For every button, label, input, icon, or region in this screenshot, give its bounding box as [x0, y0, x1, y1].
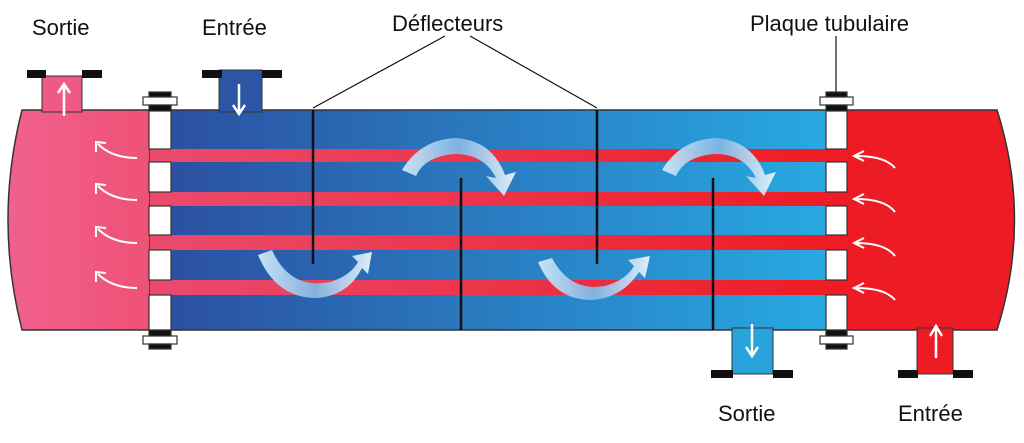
label-tube-sheet: Plaque tubulaire [750, 11, 910, 36]
tube [150, 280, 848, 295]
arrow-up-icon [928, 323, 944, 358]
curved-arrow-icon [851, 193, 896, 213]
label-inlet-bottom: Entrée [898, 401, 963, 426]
curved-arrow-icon [95, 270, 138, 289]
arrow-up-icon [56, 81, 72, 116]
tube [150, 235, 848, 250]
leader-lines [312, 35, 837, 109]
tube-sheet-left [142, 91, 178, 350]
nozzle-inlet-top [202, 69, 282, 117]
curved-arrow-icon [95, 140, 138, 159]
arrow-down-icon [231, 84, 247, 117]
swirl-arrow-icon [538, 256, 650, 300]
swirl-arrow-icon [258, 250, 372, 298]
tube-flow-arrows [95, 140, 896, 301]
label-outlet-left: Sortie [32, 15, 90, 40]
tube-sheet-right [819, 91, 854, 350]
tube [150, 192, 848, 206]
right-head-inlet-chamber [845, 109, 1016, 331]
baffles [311, 110, 715, 330]
swirl-arrow-icon [662, 138, 776, 196]
label-outlet-bottom: Sortie [718, 401, 776, 426]
curved-arrow-icon [851, 150, 896, 169]
curved-arrow-icon [851, 237, 896, 257]
curved-arrow-icon [95, 225, 138, 244]
nozzle-outlet-bottom [711, 324, 793, 378]
shell-flow-arrows [258, 138, 776, 300]
nozzle-outlet-left [27, 70, 102, 116]
swirl-arrow-icon [402, 138, 516, 196]
left-head-outlet-chamber [7, 109, 151, 331]
curved-arrow-icon [95, 182, 138, 201]
arrow-down-icon [744, 324, 760, 359]
curved-arrow-icon [851, 282, 896, 301]
label-baffles: Déflecteurs [392, 11, 504, 36]
nozzle-inlet-bottom [898, 323, 973, 378]
label-inlet-top: Entrée [202, 15, 267, 40]
